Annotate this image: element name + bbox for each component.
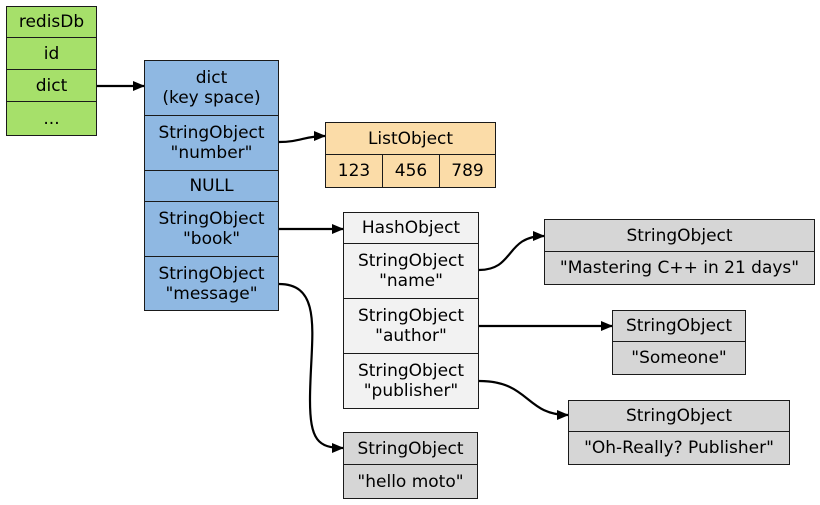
- arrow-publisher-to-value: [478, 379, 569, 420]
- dict-entry-book: StringObject"book": [144, 201, 279, 257]
- arrow-name-to-value: [478, 231, 545, 272]
- listobject-item: 456: [382, 154, 440, 188]
- arrow-number-to-listobject: [278, 131, 326, 144]
- hashobject-title: HashObject: [343, 212, 479, 244]
- listobject-item: 123: [325, 154, 383, 188]
- author-value-text: "Someone": [612, 341, 746, 375]
- hashobject-field-author: StringObject"author": [343, 298, 479, 354]
- listobject-item: 789: [439, 154, 496, 188]
- redisdb-field-dict: dict: [6, 69, 97, 102]
- name-value-title: StringObject: [544, 219, 815, 252]
- message-value-text: "hello moto": [343, 464, 478, 499]
- publisher-value-text: "Oh-Really? Publisher": [568, 431, 790, 465]
- redisdb-field-id: id: [6, 37, 97, 70]
- redisdb-field-ellipsis: ...: [6, 101, 97, 136]
- dict-keyspace-header: dict(key space): [144, 60, 279, 116]
- dict-entry-message: StringObject"message": [144, 256, 279, 311]
- hashobject-field-publisher: StringObject"publisher": [343, 353, 479, 409]
- message-value-title: StringObject: [343, 432, 478, 465]
- author-value-title: StringObject: [612, 310, 746, 342]
- dict-entry-null: NULL: [144, 170, 279, 202]
- publisher-value-title: StringObject: [568, 400, 790, 432]
- arrow-message-to-hellomoto: [278, 282, 344, 453]
- listobject-title: ListObject: [325, 122, 496, 155]
- redisdb-title: redisDb: [6, 6, 97, 38]
- name-value-text: "Mastering C++ in 21 days": [544, 251, 815, 285]
- hashobject-field-name: StringObject"name": [343, 243, 479, 299]
- dict-entry-number: StringObject"number": [144, 115, 279, 171]
